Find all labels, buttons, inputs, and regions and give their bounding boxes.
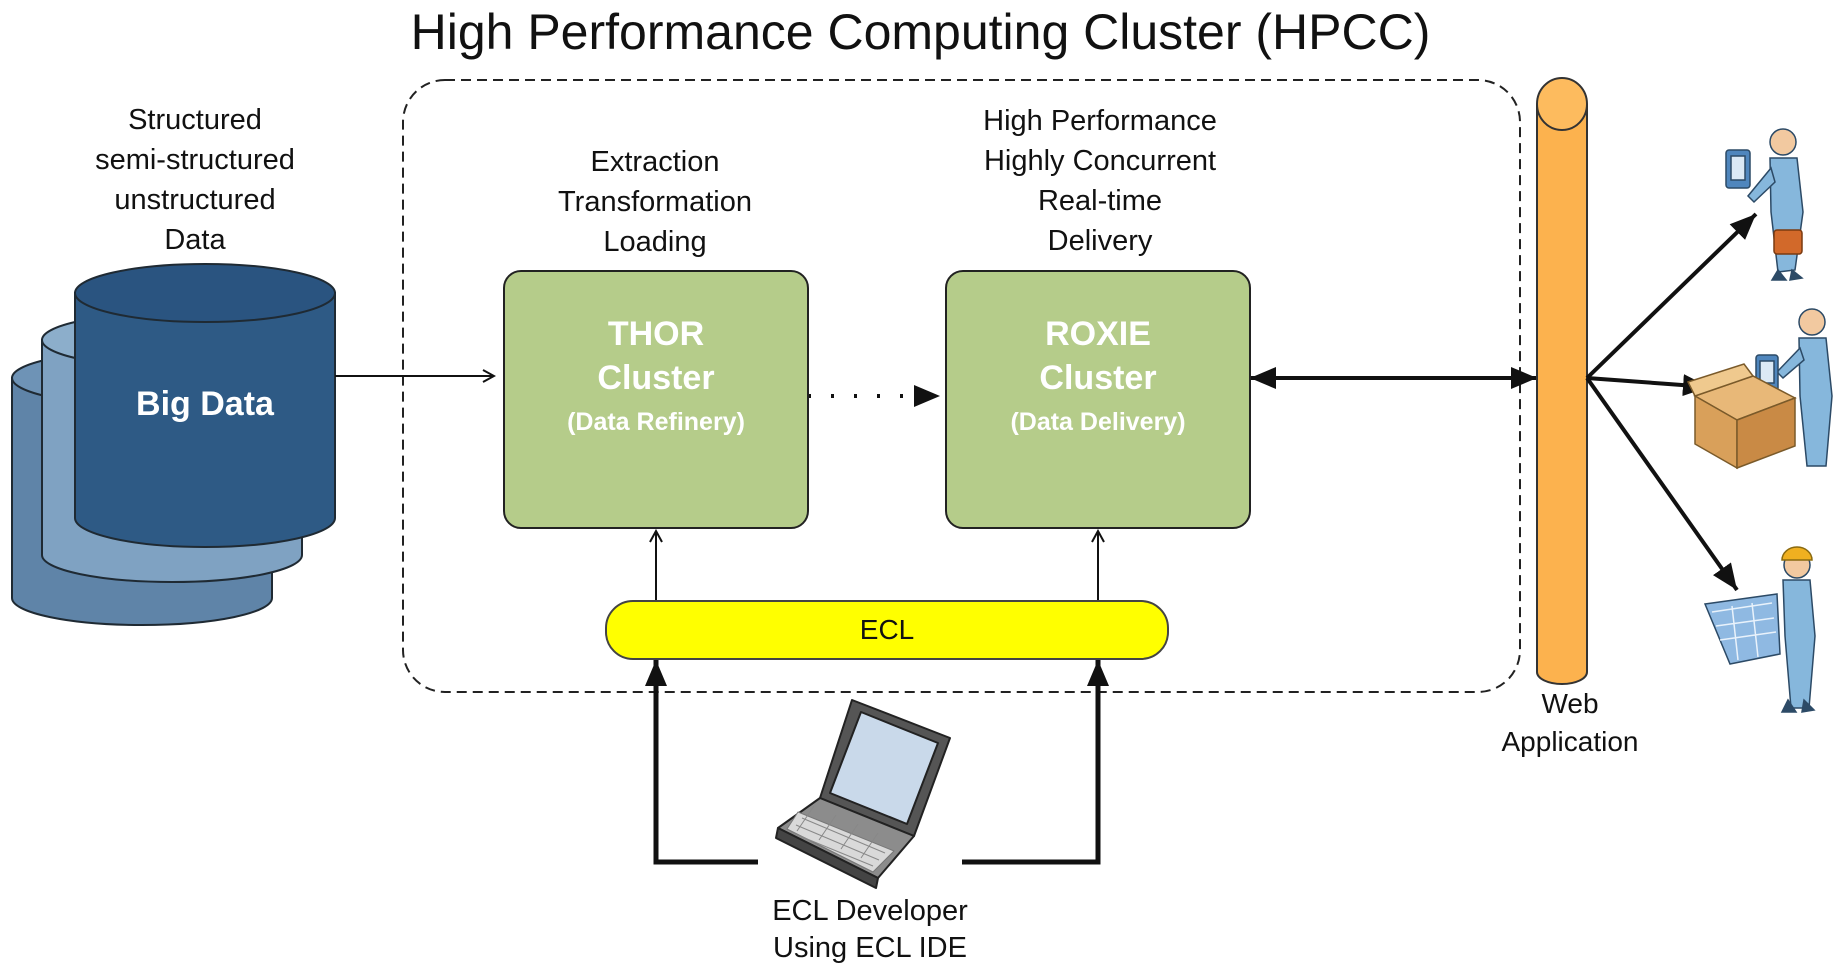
web-application-pillar <box>1536 77 1588 685</box>
caption-line: Highly Concurrent <box>983 145 1217 177</box>
caption-line: Data <box>164 224 226 256</box>
caption-line: Delivery <box>1047 225 1153 257</box>
caption-line: Application <box>1501 726 1639 757</box>
arrow-dev-to-ecl-left <box>645 660 758 865</box>
roxie-subtitle: (Data Delivery) <box>1010 408 1186 436</box>
roxie-cluster-box: ROXIE Cluster (Data Delivery) <box>945 270 1251 529</box>
caption-line: Loading <box>603 226 707 258</box>
big-data-label: Big Data <box>136 385 274 423</box>
roxie-cluster-word: Cluster <box>1039 359 1157 397</box>
caption-line: Transformation <box>558 186 752 218</box>
web-application-label: Web Application <box>1480 685 1660 761</box>
diagram-title: High Performance Computing Cluster (HPCC… <box>410 4 1431 60</box>
caption-line: Real-time <box>1037 185 1163 217</box>
developer-caption: ECL Developer Using ECL IDE <box>730 893 1010 967</box>
thor-cluster-box: THOR Cluster (Data Refinery) <box>503 270 809 529</box>
engineer-blueprint-icon <box>1703 546 1816 713</box>
data-types-caption: Structured semi-structured unstructured … <box>60 100 330 260</box>
caption-line: Structured <box>128 104 262 136</box>
caption-line: High Performance <box>983 105 1217 137</box>
caption-line: Extraction <box>590 146 720 178</box>
ecl-bar: ECL <box>605 600 1169 660</box>
thor-cluster-word: Cluster <box>597 359 715 397</box>
caption-line: Using ECL IDE <box>773 932 967 964</box>
caption-line: ECL Developer <box>772 895 968 927</box>
thor-name: THOR <box>607 315 705 353</box>
arrow-web-to-engineer <box>1585 376 1739 592</box>
businessman-icon <box>1725 128 1804 281</box>
package-courier-icon <box>1686 308 1833 470</box>
laptop-icon <box>775 699 951 889</box>
arrow-web-to-courier <box>1586 374 1710 397</box>
thor-subtitle: (Data Refinery) <box>567 408 745 436</box>
database-stack-icon <box>11 263 336 626</box>
caption-line: Web <box>1541 688 1599 719</box>
roxie-name: ROXIE <box>1045 315 1151 353</box>
caption-line: semi-structured <box>95 144 295 176</box>
roxie-caption: High Performance Highly Concurrent Real-… <box>940 101 1260 261</box>
caption-line: unstructured <box>114 184 276 216</box>
thor-caption: Extraction Transformation Loading <box>505 142 805 262</box>
arrow-web-to-businessman <box>1585 212 1758 380</box>
arrow-dev-to-ecl-right <box>962 660 1109 865</box>
